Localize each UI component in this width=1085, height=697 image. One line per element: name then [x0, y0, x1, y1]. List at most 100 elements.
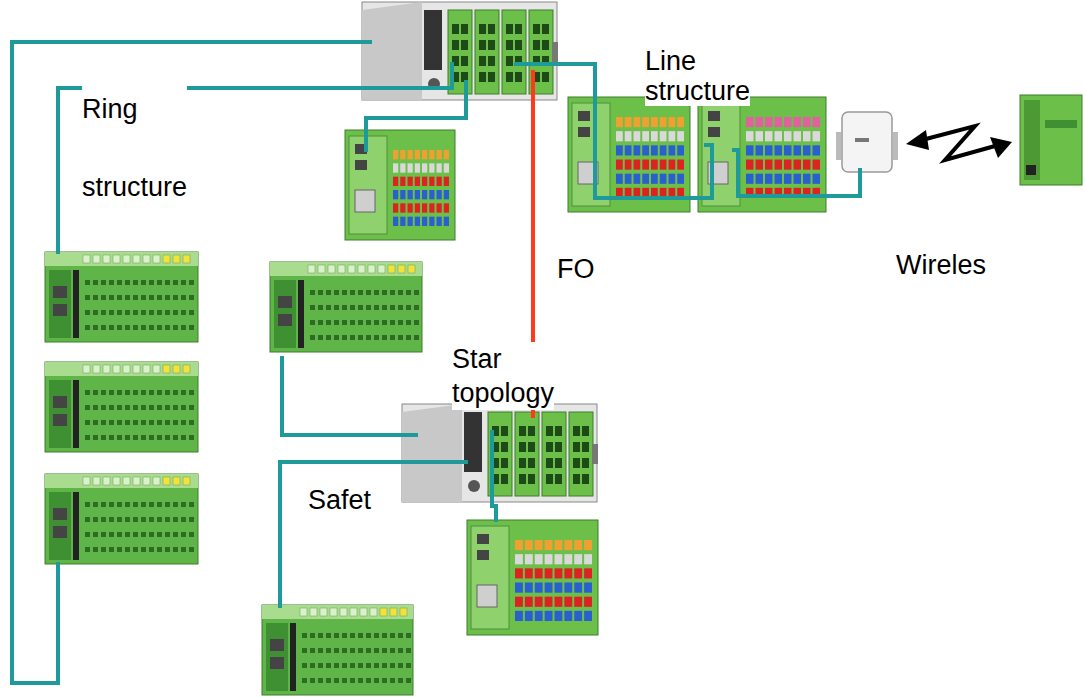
device-part — [350, 305, 355, 310]
device-part — [85, 435, 90, 440]
device-part — [393, 203, 398, 212]
device-part — [702, 103, 740, 206]
device-part — [642, 160, 649, 170]
device-part — [133, 477, 140, 485]
device-part — [422, 217, 427, 226]
device-part — [414, 305, 419, 310]
device-part — [584, 611, 592, 621]
device-part — [355, 160, 367, 170]
device-part — [85, 295, 90, 300]
device-part — [157, 390, 162, 395]
device-part — [270, 657, 284, 669]
bus-coupler — [568, 97, 690, 212]
device-part — [189, 280, 194, 285]
device-part — [109, 280, 114, 285]
device-part — [181, 405, 186, 410]
device-part — [326, 320, 331, 325]
device-part — [113, 255, 120, 263]
device-part — [393, 217, 398, 226]
device-part — [765, 160, 773, 170]
device-part — [592, 444, 598, 464]
device-part — [318, 335, 323, 340]
device-part — [370, 608, 377, 616]
device-part — [165, 420, 170, 425]
device-part — [525, 568, 533, 578]
device-part — [101, 532, 106, 537]
device-part — [378, 265, 385, 273]
device-part — [165, 280, 170, 285]
device-part — [133, 325, 138, 330]
device-part — [429, 177, 434, 186]
device-part — [374, 335, 379, 340]
device-part — [49, 380, 71, 448]
device-part — [398, 648, 403, 653]
device-part — [471, 526, 509, 629]
device-part — [784, 174, 792, 184]
device-part — [677, 160, 684, 170]
device-part — [117, 502, 122, 507]
device-part — [358, 678, 363, 683]
device-part — [506, 24, 513, 34]
device-part — [358, 290, 363, 295]
device-part — [564, 540, 572, 550]
device-part — [143, 365, 150, 373]
device-part — [398, 663, 403, 668]
device-part — [163, 365, 170, 373]
device-part — [515, 568, 523, 578]
device-part — [382, 290, 387, 295]
device-part — [398, 633, 403, 638]
io-station — [270, 262, 422, 352]
device-part — [382, 648, 387, 653]
device-part — [488, 72, 495, 82]
device-part — [125, 420, 130, 425]
device-part — [173, 435, 178, 440]
device-part — [408, 150, 413, 159]
device-part — [358, 633, 363, 638]
controller — [402, 404, 598, 502]
device-part — [634, 174, 641, 184]
device-part — [320, 608, 327, 616]
device-part — [310, 335, 315, 340]
ring-cable — [12, 42, 372, 683]
device-part — [479, 24, 486, 34]
device-part — [326, 678, 331, 683]
device-part — [262, 605, 413, 619]
device-part — [366, 633, 371, 638]
device-part — [803, 174, 811, 184]
device-part — [784, 131, 792, 141]
device-part — [53, 414, 67, 426]
device-part — [45, 252, 198, 342]
device-part — [189, 502, 194, 507]
device-part — [525, 583, 533, 593]
device-part — [437, 177, 442, 186]
device-part — [525, 597, 533, 607]
device-part — [133, 255, 140, 263]
device-part — [318, 663, 323, 668]
device-part — [366, 305, 371, 310]
device-part — [584, 540, 592, 550]
device-part — [775, 174, 783, 184]
device-part — [506, 72, 513, 82]
device-part — [669, 131, 676, 141]
device-part — [350, 663, 355, 668]
device-part — [366, 320, 371, 325]
device-part — [342, 335, 347, 340]
device-part — [479, 40, 486, 50]
device-part — [616, 174, 623, 184]
device-part — [506, 56, 513, 66]
device-part — [310, 305, 315, 310]
device-part — [784, 117, 792, 127]
device-part — [515, 72, 522, 82]
device-part — [143, 477, 150, 485]
device-part — [578, 127, 590, 137]
device-part — [402, 404, 597, 502]
device-part — [83, 365, 90, 373]
device-part — [408, 265, 415, 273]
device-part — [149, 390, 154, 395]
device-part — [467, 520, 598, 635]
device-part — [424, 10, 442, 70]
io-station — [45, 362, 198, 452]
device-part — [173, 255, 180, 263]
device-part — [555, 611, 563, 621]
device-part — [398, 305, 403, 310]
